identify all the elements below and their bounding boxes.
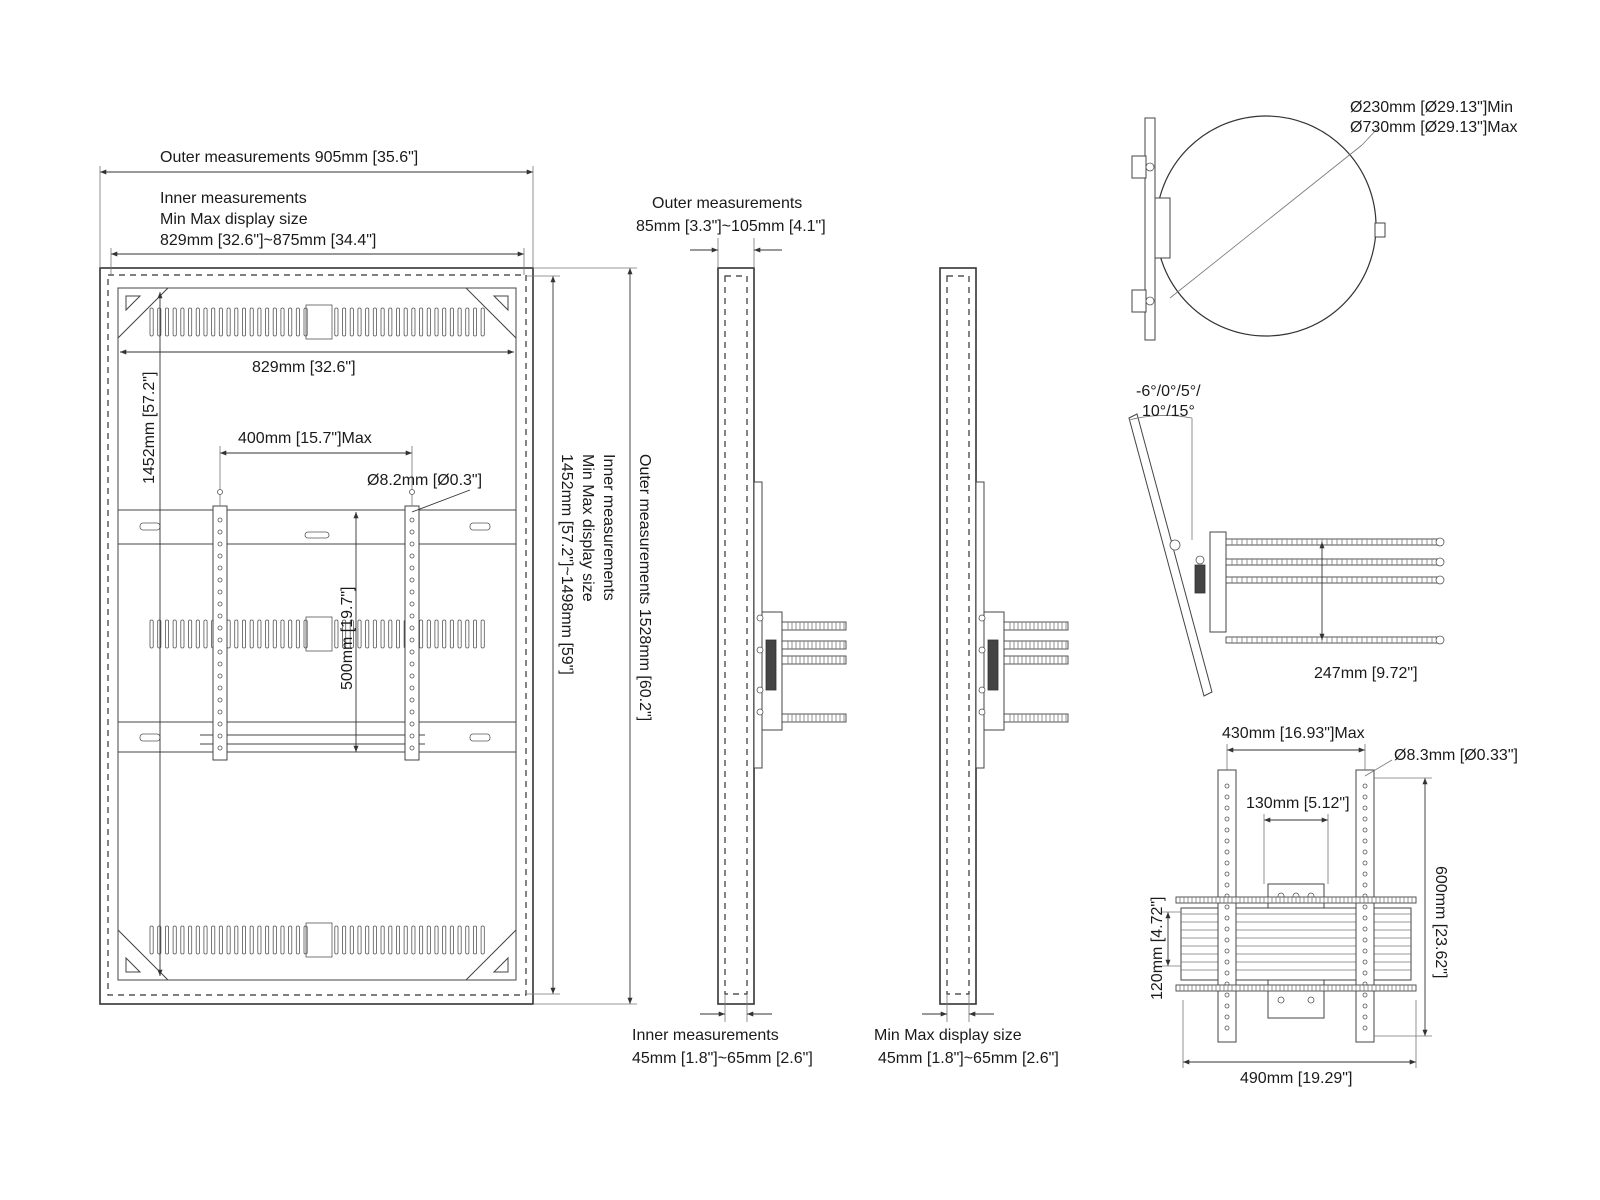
bracket-hole-diameter-label: Ø8.3mm [Ø0.33"] (1394, 747, 1518, 764)
swivel-view: Ø230mm [Ø29.13"]Min Ø730mm [Ø29.13"]Max (1131, 99, 1518, 341)
vent-slots-middle (149, 616, 485, 652)
tilt-wall-plate (1209, 531, 1227, 633)
tilt-angles-line-2: 10°/15° (1142, 403, 1195, 420)
inner-width-subtitle: Min Max display size (160, 211, 308, 228)
side-2-mount-assembly (975, 481, 1069, 769)
vertical-mount-arms (212, 489, 420, 761)
tilt-view: -6°/0°/5°/ 10°/15° 247mm [9.72"] (1128, 383, 1445, 697)
vent-slots-bottom (149, 922, 485, 958)
bracket-rail-height-label: 120mm [4.72"] (1149, 896, 1166, 1000)
side-inner-title: Inner measurements (632, 1027, 779, 1044)
side-outer-title: Outer measurements (652, 195, 802, 212)
corner-brackets (117, 287, 517, 981)
hole-diameter-label: Ø8.2mm [Ø0.3"] (367, 472, 482, 489)
side-view-display: Min Max display size 45mm [1.8"]~65mm [2… (874, 267, 1069, 1067)
front-view: Outer measurements 905mm [35.6"] Inner m… (99, 149, 653, 1005)
inner-height-value: 1452mm [57.2"]~1498mm [59"] (558, 454, 575, 675)
bracket-view: 430mm [16.93"]Max Ø8.3mm [Ø0.33"] 130mm … (1149, 725, 1518, 1087)
swivel-range-circle (1155, 115, 1377, 337)
tilt-angles-line-1: -6°/0°/5°/ (1136, 383, 1201, 400)
side-1-mount-assembly (753, 481, 847, 769)
vent-slots-top (149, 304, 485, 340)
inner-width-title: Inner measurements (160, 190, 307, 207)
side-1-body (717, 267, 755, 1005)
bracket-max-width-label: 430mm [16.93"]Max (1222, 725, 1365, 742)
bracket-center-width-label: 130mm [5.12"] (1246, 795, 1350, 812)
display-width-label: 829mm [32.6"] (252, 359, 356, 376)
vesa-width-label: 400mm [15.7"]Max (238, 430, 372, 447)
tilt-depth-label: 247mm [9.72"] (1314, 665, 1418, 682)
inner-width-value: 829mm [32.6"]~875mm [34.4"] (160, 232, 376, 249)
front-display-panel (117, 287, 517, 981)
tilt-rods (1225, 537, 1445, 645)
side-2-body (939, 267, 977, 1005)
side-inner-value: 45mm [1.8"]~65mm [2.6"] (632, 1050, 813, 1067)
vesa-height-label: 500mm [19.7"] (339, 586, 356, 690)
horizontal-rails (117, 509, 517, 753)
side-display-title: Min Max display size (874, 1027, 1022, 1044)
swivel-min-diameter: Ø230mm [Ø29.13"]Min (1350, 99, 1513, 116)
side-outer-value: 85mm [3.3"]~105mm [4.1"] (636, 218, 826, 235)
inner-height-title: Inner measurements (600, 454, 617, 601)
side-display-value: 45mm [1.8"]~65mm [2.6"] (878, 1050, 1059, 1067)
swivel-max-diameter: Ø730mm [Ø29.13"]Max (1350, 119, 1518, 136)
front-outer-frame (99, 267, 534, 1005)
inner-height-subtitle: Min Max display size (579, 454, 596, 602)
bracket-height-label: 600mm [23.62"] (1432, 866, 1449, 978)
hole-diameter-leader (411, 489, 471, 513)
bracket-rail-block (1180, 907, 1412, 981)
outer-height-label: Outer measurements 1528mm [60.2"] (636, 454, 653, 721)
display-height-label: 1452mm [57.2"] (141, 372, 158, 484)
side-view-outer: Outer measurements 85mm [3.3"]~105mm [4.… (632, 195, 847, 1067)
bracket-base-width-label: 490mm [19.29"] (1240, 1070, 1352, 1087)
front-inner-dashed-outline (107, 274, 527, 996)
outer-width-label: Outer measurements 905mm [35.6"] (160, 149, 418, 166)
tilted-display-panel (1128, 413, 1213, 697)
